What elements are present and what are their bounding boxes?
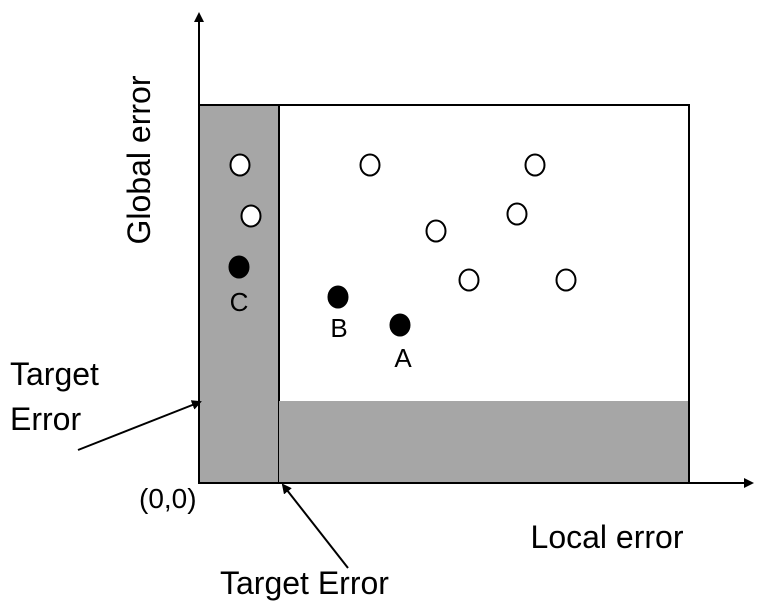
target-error-left-line2: Error — [10, 401, 81, 437]
x-axis-label: Local error — [531, 519, 684, 555]
target-error-bottom-arrow — [281, 483, 349, 569]
origin-label: (0,0) — [139, 483, 197, 514]
point-label-b: B — [330, 313, 347, 343]
solution-point-b — [327, 285, 349, 309]
solution-point-open — [458, 268, 480, 292]
target-error-left-line1: Target — [10, 356, 99, 392]
target-error-bottom-label: Target Error — [220, 565, 389, 601]
solution-point-c — [228, 255, 250, 279]
target-band-horizontal — [279, 401, 689, 483]
solution-point-open — [555, 268, 577, 292]
solution-point-open — [425, 219, 447, 243]
solution-point-a — [389, 313, 411, 337]
solution-points: A B C — [228, 153, 577, 373]
solution-point-open — [229, 153, 251, 177]
solution-point-open — [524, 153, 546, 177]
point-label-a: A — [394, 343, 412, 373]
point-label-c: C — [230, 287, 249, 317]
solution-point-open — [359, 153, 381, 177]
solution-point-open — [506, 202, 528, 226]
solution-point-open — [240, 204, 262, 228]
y-axis-label: Global error — [121, 75, 157, 244]
target-error-left-arrow — [77, 400, 202, 451]
